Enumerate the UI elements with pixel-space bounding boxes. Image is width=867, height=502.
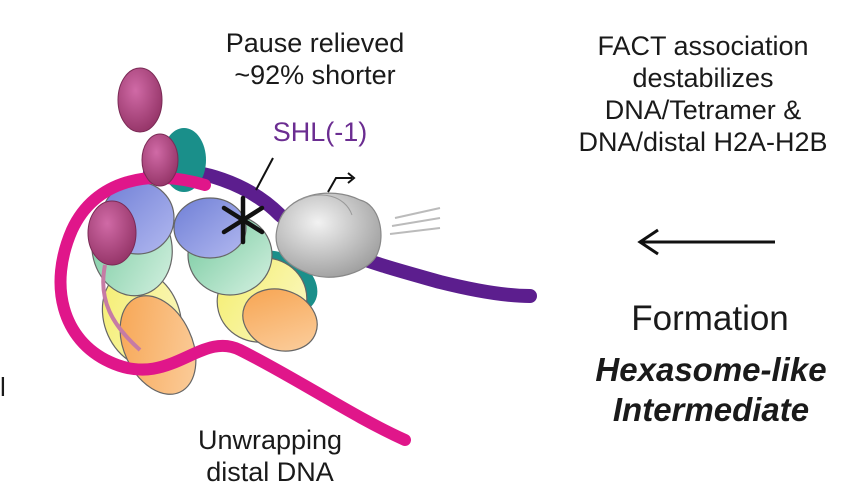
hexasome-intermediate-label: Hexasome-like Intermediate [595,351,827,428]
formation-label: Formation [631,299,789,338]
distal-dna-strand [54,171,411,446]
pause-relieved-label: Pause relieved ~92% shorter [225,28,405,90]
h2a-h2b-heads [87,67,179,266]
h2a-tail [101,264,142,352]
rna-polymerase [275,192,441,278]
cropped-left-text: l [0,372,6,402]
pause-site-asterisk-icon [221,195,265,245]
left-arrow-icon [637,228,775,256]
transcription-arrow-icon [327,172,356,193]
shl-label: SHL(-1) [272,117,368,147]
shl-pointer-line [255,157,274,191]
unwrapping-distal-dna-label: Unwrapping distal DNA [197,425,343,487]
fact-association-label: FACT association destabilizes DNA/Tetram… [578,31,828,158]
